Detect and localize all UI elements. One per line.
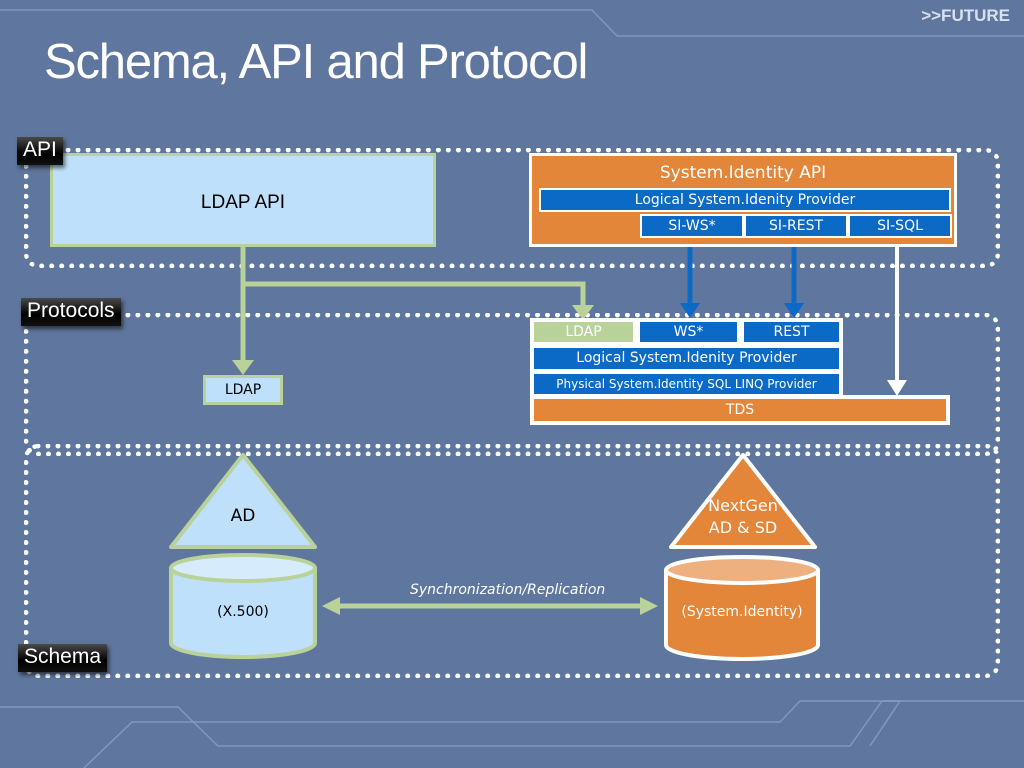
page-title: Schema, API and Protocol (44, 35, 588, 89)
nextgen-label-line1: NextGen (708, 496, 778, 515)
protocols-layer-region (24, 313, 1000, 456)
ldap-api-box: LDAP API (50, 153, 436, 247)
ad-label: AD (230, 506, 256, 526)
protocol-ws: WS* (638, 320, 739, 344)
endpoint-si-rest: SI-REST (744, 214, 848, 238)
sync-replication-label: Synchronization/Replication (410, 582, 606, 598)
endpoint-si-ws: SI-WS* (640, 214, 744, 238)
legacy-ldap-protocol: LDAP (203, 375, 283, 405)
api-layer-tag: API (17, 137, 63, 165)
protocols-layer-tag: Protocols (21, 298, 121, 326)
x500-label: (X.500) (217, 604, 269, 620)
system-identity-store-label: (System.Identity) (681, 604, 803, 620)
schema-layer-tag: Schema (18, 644, 108, 672)
api-layer-region (24, 148, 1000, 268)
endpoint-si-sql: SI-SQL (848, 214, 952, 238)
api-logical-provider: Logical System.Idenity Provider (539, 188, 951, 212)
physical-sql-linq-provider: Physical System.Identity SQL LINQ Provid… (532, 372, 841, 396)
nextgen-label-line2: AD & SD (708, 518, 778, 537)
system-identity-api-title: System.Identity API (659, 163, 827, 183)
protocol-logical-provider: Logical System.Idenity Provider (532, 346, 841, 371)
section-tag: >>FUTURE (921, 6, 1010, 25)
protocol-ldap: LDAP (532, 320, 635, 344)
system-identity-api-box: System.Identity API Logical System.Ideni… (529, 153, 957, 247)
schema-layer-region (24, 444, 1000, 678)
tds-transport: TDS (532, 397, 948, 423)
protocol-rest: REST (742, 320, 841, 344)
